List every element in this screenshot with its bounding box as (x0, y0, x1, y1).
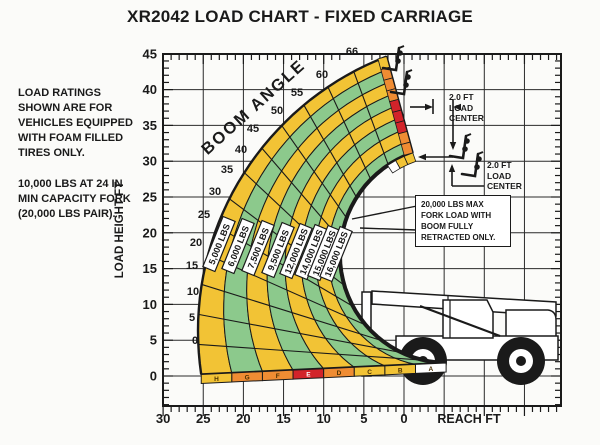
note-line: 10,000 LBS AT 24 IN (18, 178, 123, 190)
ruler-ticks (162, 53, 561, 416)
max-fork-load-note: 20,000 LBS MAX FORK LOAD WITH BOOM FULLY… (415, 195, 511, 247)
fork-icons (381, 45, 484, 178)
zone-letter: D (337, 370, 342, 377)
boom-angle-tick: 25 (198, 209, 210, 221)
load-center-callout-top: 2.0 FT LOAD CENTER (449, 92, 484, 123)
page-title: XR2042 LOAD CHART - FIXED CARRIAGE (127, 7, 473, 26)
y-tick-label: 25 (143, 190, 157, 205)
boom-angle-tick: 0 (192, 335, 198, 347)
retract-edge-strip (377, 56, 417, 174)
fork-load-center-icon (448, 133, 472, 160)
fork-load-center-icon (381, 45, 405, 72)
x-tick-label: 15 (276, 411, 290, 426)
boom-angle-tick: 5 (189, 312, 195, 324)
zone-letter: G (245, 375, 250, 382)
boom-angle-tick: 50 (271, 105, 283, 117)
note-line: MIN CAPACITY FORK (18, 193, 131, 205)
note-line: (20,000 LBS PAIR). (18, 208, 116, 220)
y-tick-label: 40 (143, 82, 157, 97)
x-axis-labels: 30 25 20 15 10 5 0 REACH FT (156, 411, 501, 426)
y-tick-label: 35 (143, 118, 157, 133)
boom-angle-tick: 15 (186, 260, 198, 272)
y-tick-label: 0 (150, 369, 157, 384)
boom-angle-tick: 35 (221, 164, 233, 176)
load-center-callout-mid: 2.0 FT LOAD CENTER (487, 160, 522, 191)
zone-letter: E (306, 372, 311, 379)
zone-letter: H (214, 376, 219, 383)
note-line: WITH FOAM FILLED (18, 132, 124, 144)
zone-letter-strip: H G F E D C B A (200, 362, 447, 384)
x-axis-title: REACH FT (437, 412, 501, 426)
x-tick-label: 25 (196, 411, 210, 426)
note-line: SHOWN ARE FOR (18, 102, 113, 114)
zone-letter: C (367, 369, 372, 376)
y-tick-label: 5 (150, 333, 157, 348)
boom-angle-tick: 10 (187, 286, 199, 298)
y-tick-label: 10 (143, 297, 157, 312)
y-tick-label: 15 (143, 261, 157, 276)
boom-angle-tick: 55 (291, 87, 303, 99)
boom-angle-tick: 30 (209, 186, 221, 198)
zone-letter: F (276, 373, 280, 380)
boom-angle-tick: 66 (346, 46, 358, 58)
y-tick-label: 30 (143, 154, 157, 169)
x-tick-label: 20 (236, 411, 250, 426)
y-tick-label: 20 (143, 225, 157, 240)
zone-letter: A (428, 366, 433, 373)
x-tick-label: 10 (316, 411, 330, 426)
x-tick-label: 5 (360, 411, 367, 426)
capacity-fan (196, 55, 447, 376)
x-tick-label: 0 (400, 411, 407, 426)
zone-letter: B (398, 367, 403, 374)
y-tick-label: 45 (143, 46, 157, 61)
y-axis-title: LOAD HEIGHT FT (114, 182, 126, 278)
fork-load-center-icon (389, 69, 413, 96)
dimension-lines (351, 99, 484, 231)
fork-load-center-icon (460, 151, 484, 178)
y-axis-labels: 45 40 35 30 25 20 15 10 5 0 LOAD HEIGHT FT (114, 46, 157, 383)
svg-text:LOAD HEIGHT FT: LOAD HEIGHT FT (114, 182, 126, 278)
note-capacity-fork: 10,000 LBS AT 24 IN MIN CAPACITY FORK (2… (18, 177, 131, 222)
x-tick-label: 30 (156, 411, 170, 426)
note-line: TIRES ONLY. (18, 147, 85, 159)
boom-angle-tick: 60 (316, 69, 328, 81)
boom-angle-tick: 20 (190, 237, 202, 249)
boom-angle-tick: 45 (247, 123, 259, 135)
boom-angle-tick: 40 (235, 144, 247, 156)
note-load-ratings: LOAD RATINGS SHOWN ARE FOR VEHICLES EQUI… (18, 86, 133, 161)
note-line: LOAD RATINGS (18, 87, 101, 99)
note-line: VEHICLES EQUIPPED (18, 117, 133, 129)
